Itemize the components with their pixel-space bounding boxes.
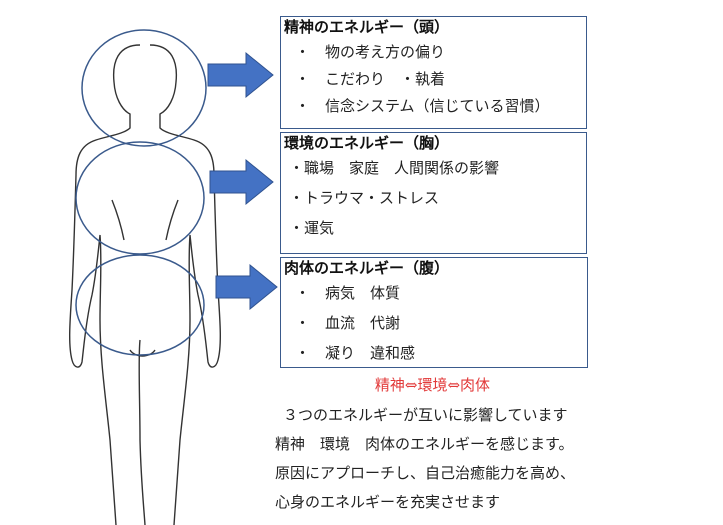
list-item: ・ 病気 体質 bbox=[295, 284, 401, 302]
mind-energy-box: 精神のエネルギー（頭） ・ 物の考え方の偏り ・ こだわり ・執着 ・ 信念シス… bbox=[280, 16, 587, 129]
body-energy-box: 肉体のエネルギー（腹） ・ 病気 体質 ・ 血流 代謝 ・ 凝り 違和感 bbox=[280, 257, 588, 368]
paragraph-line: ３つのエネルギーが互いに影響しています bbox=[283, 406, 568, 424]
list-item: ・ 血流 代謝 bbox=[295, 314, 401, 332]
list-item: ・トラウマ・ストレス bbox=[289, 189, 440, 207]
arrow-right-icon bbox=[207, 51, 274, 99]
arrow-right-icon bbox=[215, 263, 278, 311]
box-title: 肉体のエネルギー（腹） bbox=[284, 259, 450, 277]
relation-text: 精神⇔環境⇔肉体 bbox=[374, 376, 491, 394]
arrow-right-icon bbox=[209, 158, 274, 206]
paragraph-line: 精神 環境 肉体のエネルギーを感じます。 bbox=[275, 435, 574, 453]
list-item: ・ 凝り 違和感 bbox=[295, 344, 416, 362]
list-item: ・ こだわり ・執着 bbox=[295, 70, 446, 88]
environment-energy-box: 環境のエネルギー（胸） ・職場 家庭 人間関係の影響 ・トラウマ・ストレス ・運… bbox=[280, 132, 587, 254]
list-item: ・職場 家庭 人間関係の影響 bbox=[289, 159, 500, 177]
paragraph-line: 心身のエネルギーを充実させます bbox=[275, 493, 501, 511]
list-item: ・ 信念システム（信じている習慣） bbox=[295, 97, 550, 115]
paragraph-line: 原因にアプローチし、自己治癒能力を高め、 bbox=[275, 464, 576, 482]
box-title: 環境のエネルギー（胸） bbox=[284, 134, 450, 152]
chest-ellipse bbox=[75, 141, 205, 255]
list-item: ・運気 bbox=[289, 219, 335, 237]
abdomen-ellipse bbox=[75, 254, 205, 356]
list-item: ・ 物の考え方の偏り bbox=[295, 43, 446, 61]
human-body-outline bbox=[68, 44, 222, 525]
head-ellipse bbox=[81, 29, 207, 147]
box-title: 精神のエネルギー（頭） bbox=[284, 18, 450, 36]
